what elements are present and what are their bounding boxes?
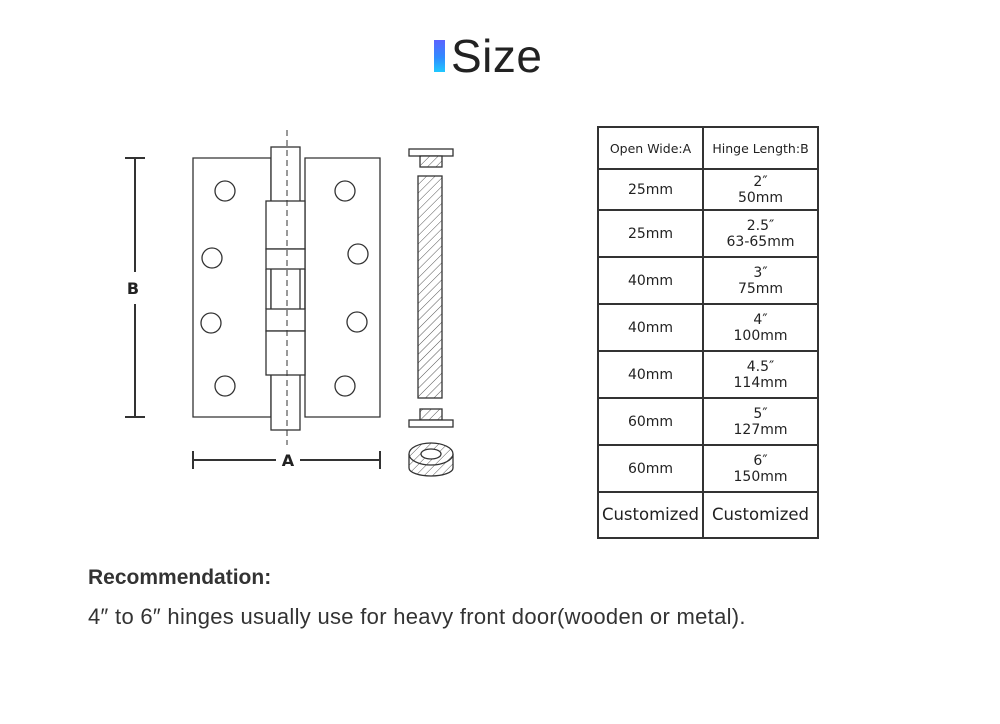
size-table: Open Wide:A Hinge Length:B 25mm 2″50mm 2… [597, 126, 819, 539]
cell-mm: 150mm [733, 468, 788, 485]
cell-mm: 114mm [733, 374, 788, 391]
cell-inch: 2.5″ [746, 217, 775, 234]
table-row: 40mm 3″75mm [597, 256, 819, 305]
cell-mm: 127mm [733, 421, 788, 438]
table-row-custom: Customized Customized [597, 491, 819, 539]
hinge-front-view [192, 130, 381, 445]
table-header-row: Open Wide:A Hinge Length:B [597, 126, 819, 170]
page-title: Size [434, 30, 542, 82]
table-row: 25mm 2″50mm [597, 168, 819, 211]
header-open-wide: Open Wide:A [597, 126, 704, 170]
cell-open-wide: 60mm [597, 444, 704, 493]
cell-hinge-length: 5″127mm [702, 397, 819, 446]
cell-hinge-length: 2″50mm [702, 168, 819, 211]
cell-open-wide: 40mm [597, 350, 704, 399]
page-title-text: Size [451, 30, 543, 82]
cell-open-wide: 60mm [597, 397, 704, 446]
cell-mm: 50mm [737, 189, 784, 206]
header-hinge-length: Hinge Length:B [702, 126, 819, 170]
cell-open-wide: 40mm [597, 303, 704, 352]
table-row: 40mm 4″100mm [597, 303, 819, 352]
recommendation-title: Recommendation: [88, 566, 272, 589]
cell-mm: 75mm [737, 280, 784, 297]
cell-inch: 5″ [753, 405, 768, 422]
table-row: 25mm 2.5″63-65mm [597, 209, 819, 258]
cell-inch: 2″ [753, 173, 768, 190]
hinge-pin-side-view [408, 148, 454, 477]
cell-inch: 6″ [753, 452, 768, 469]
cell-hinge-length: 4″100mm [702, 303, 819, 352]
cell-inch: 3″ [753, 264, 768, 281]
table-row: 40mm 4.5″114mm [597, 350, 819, 399]
table-row: 60mm 5″127mm [597, 397, 819, 446]
dimension-b-label: B [127, 279, 139, 298]
cell-mm: 100mm [733, 327, 788, 344]
cell-hinge-length: 6″150mm [702, 444, 819, 493]
cell-open-wide: Customized [597, 491, 704, 539]
cell-inch: 4.5″ [746, 358, 775, 375]
recommendation-text: 4″ to 6″ hinges usually use for heavy fr… [88, 604, 746, 629]
cell-open-wide: 25mm [597, 168, 704, 211]
table-row: 60mm 6″150mm [597, 444, 819, 493]
cell-hinge-length: 2.5″63-65mm [702, 209, 819, 258]
cell-inch: 4″ [753, 311, 768, 328]
cell-open-wide: 25mm [597, 209, 704, 258]
dimension-a-label: A [282, 451, 295, 470]
dimension-b: B [125, 157, 145, 418]
cell-hinge-length: Customized [702, 491, 819, 539]
cell-hinge-length: 4.5″114mm [702, 350, 819, 399]
cell-hinge-length: 3″75mm [702, 256, 819, 305]
cell-mm: 63-65mm [726, 233, 795, 250]
title-accent-bar [434, 40, 445, 72]
cell-open-wide: 40mm [597, 256, 704, 305]
dimension-a: A [192, 451, 381, 470]
